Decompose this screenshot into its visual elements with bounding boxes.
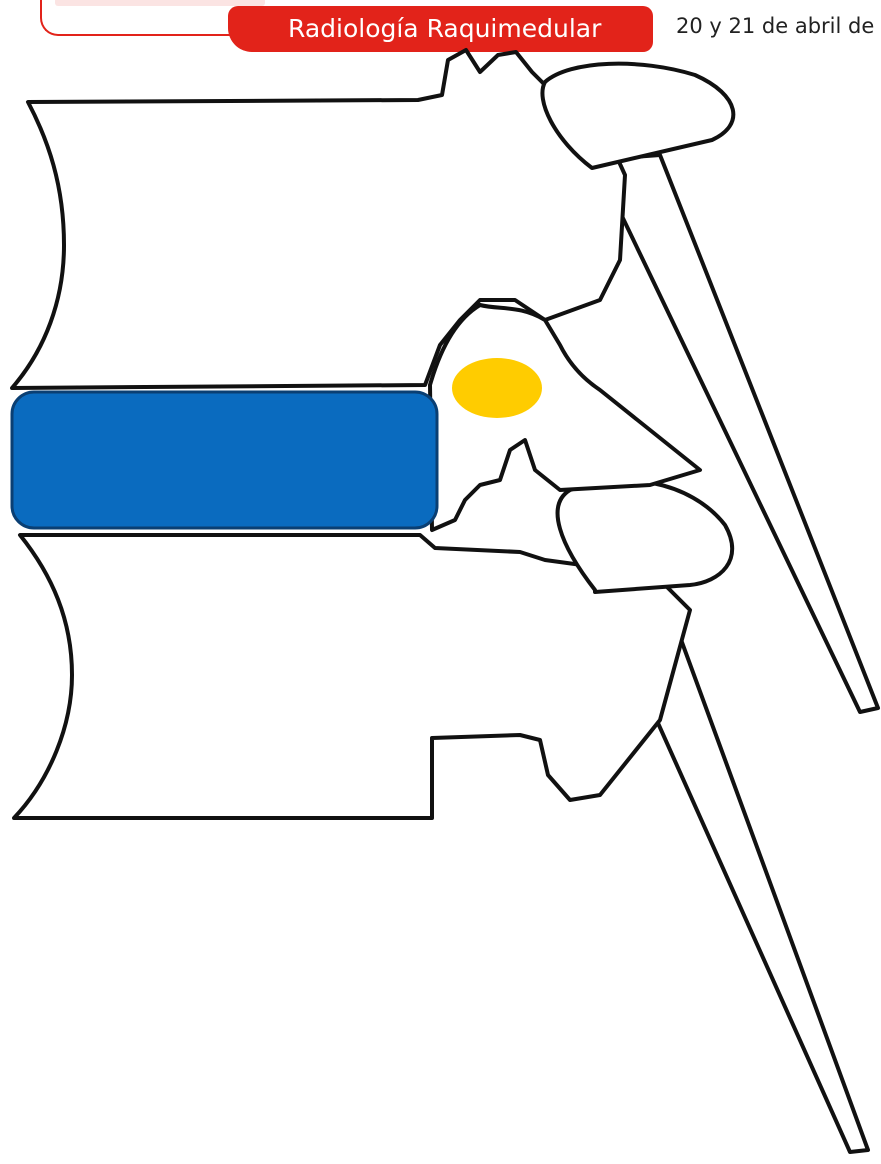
intervertebral-disc [12, 392, 437, 528]
nerve-root [452, 358, 542, 418]
lower-transverse-process [558, 480, 733, 592]
